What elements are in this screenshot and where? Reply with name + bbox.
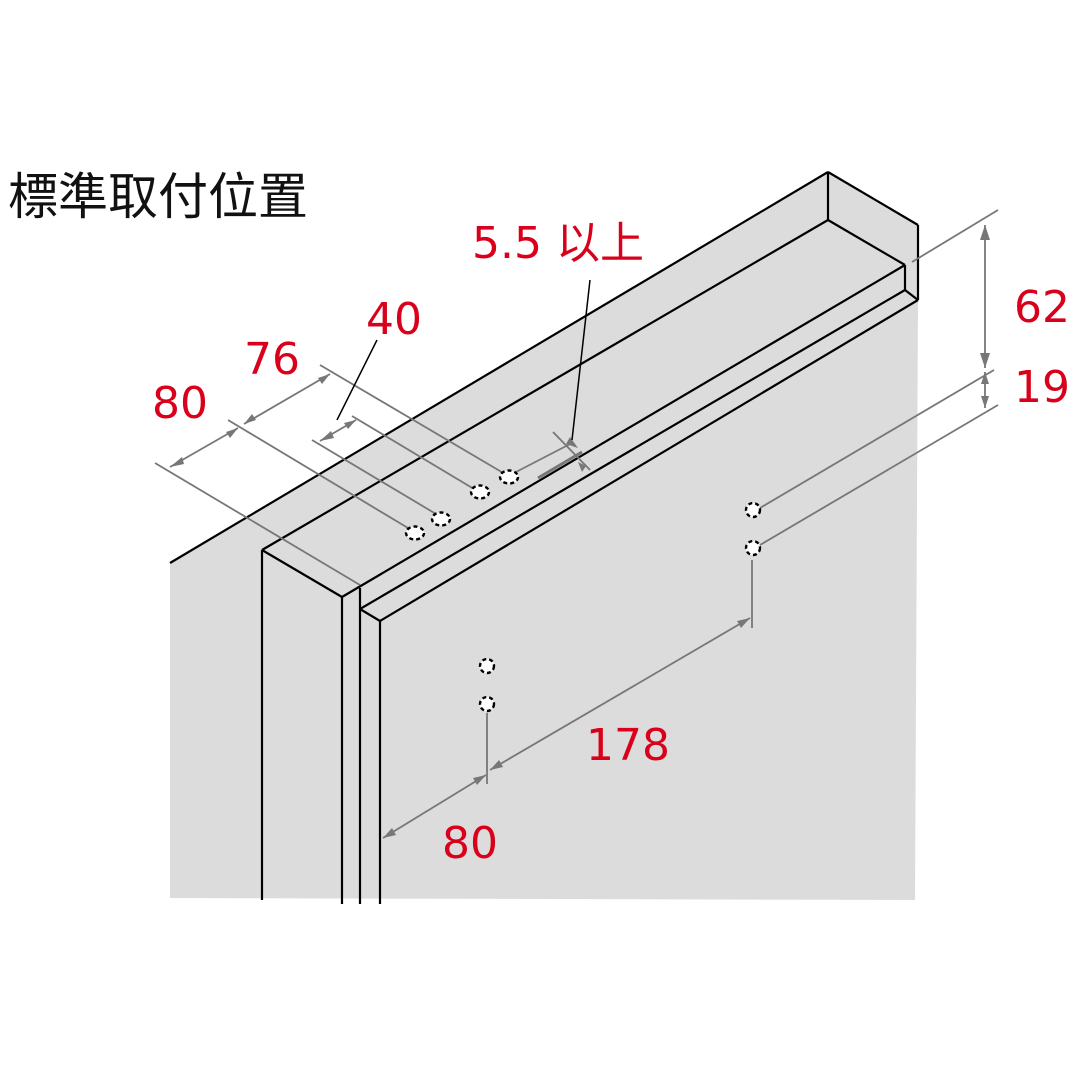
wall-surface	[170, 172, 918, 900]
dimension-lines	[154, 209, 999, 839]
dimension-height-19: 19	[1014, 362, 1070, 413]
dimension-arrowheads	[170, 225, 990, 838]
dimension-spacing-76: 76	[244, 334, 300, 385]
screw-hole-icon	[744, 501, 762, 519]
screw-hole-icon	[404, 525, 426, 541]
dimension-spacing-80-top: 80	[152, 378, 208, 429]
diagram-title: 標準取付位置	[8, 168, 308, 226]
spacing-40-leader-line	[336, 339, 378, 421]
screw-hole-icon	[469, 484, 491, 500]
screw-hole-icon	[430, 511, 452, 527]
screw-hole-icon	[744, 539, 762, 557]
screw-holes	[404, 469, 762, 713]
dimension-height-62: 62	[1014, 282, 1070, 333]
dimension-spacing-178: 178	[586, 720, 670, 771]
dimension-spacing-80-face: 80	[442, 818, 498, 869]
screw-hole-icon	[478, 657, 496, 675]
dimension-top-clearance: 5.5 以上	[472, 218, 644, 269]
clearance-leader-line	[571, 279, 591, 441]
dimension-spacing-40: 40	[366, 294, 422, 345]
frame-outline	[169, 171, 920, 904]
screw-hole-icon	[498, 469, 520, 485]
screw-hole-icon	[478, 695, 496, 713]
